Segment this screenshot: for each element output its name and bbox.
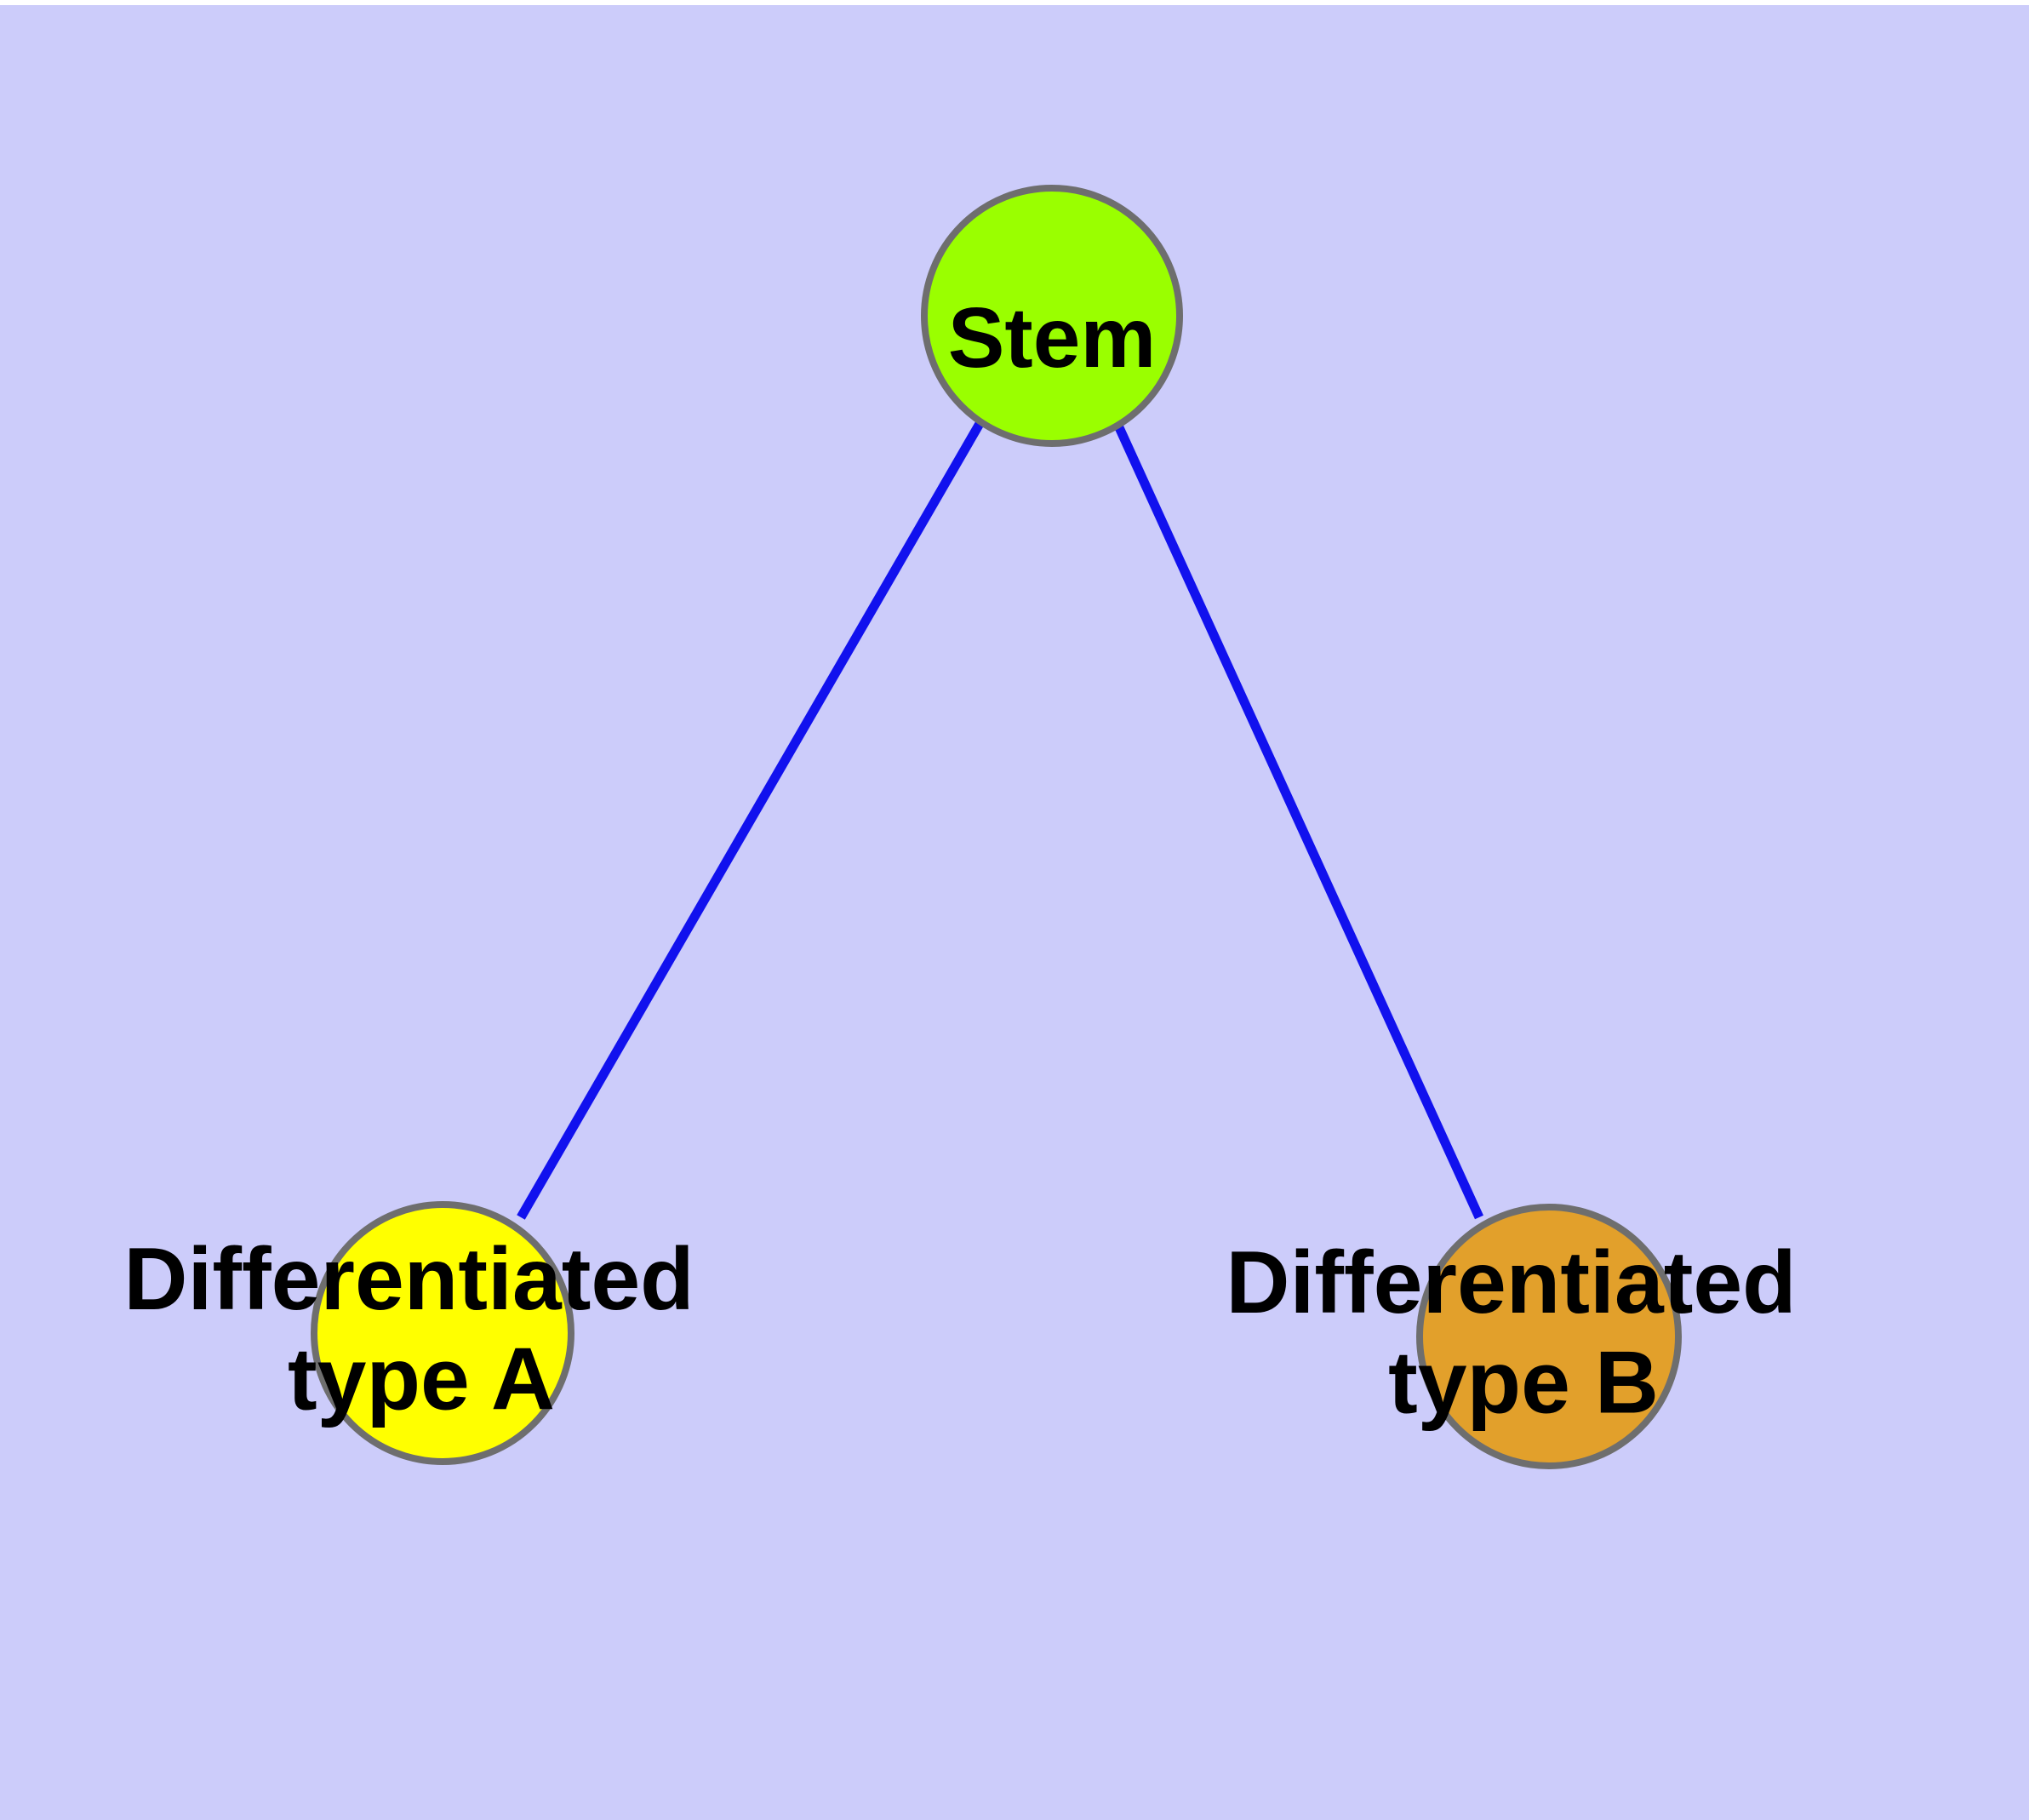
node-stem[interactable] — [921, 185, 1183, 447]
node-diff-b-label: Differentiated type B — [1226, 1233, 1820, 1433]
node-diff-a[interactable] — [311, 1201, 574, 1465]
node-diff-a-circle[interactable] — [311, 1201, 574, 1465]
edge-stem-to-diff-a[interactable] — [517, 420, 985, 1220]
node-diff-b[interactable] — [1416, 1204, 1682, 1469]
node-diff-a-label: Differentiated type A — [123, 1230, 718, 1429]
node-layer — [311, 185, 1682, 1469]
label-layer: Stem Differentiated type A Differentiate… — [123, 290, 1820, 1433]
node-diff-b-label-line-1: Differentiated — [1226, 1233, 1796, 1332]
node-diff-a-label-line-2: type A — [288, 1330, 555, 1428]
node-stem-circle[interactable] — [921, 185, 1183, 447]
node-stem-label-line-1: Stem — [948, 290, 1157, 386]
node-diff-b-label-line-2: type B — [1388, 1333, 1659, 1432]
node-stem-label: Stem — [948, 290, 1157, 386]
edge-layer — [517, 420, 1484, 1220]
node-diff-a-label-line-1: Differentiated — [123, 1230, 694, 1329]
canvas-top-strip — [0, 0, 2029, 5]
edge-stem-to-diff-b[interactable] — [1113, 423, 1484, 1220]
node-diff-b-circle[interactable] — [1416, 1204, 1682, 1469]
